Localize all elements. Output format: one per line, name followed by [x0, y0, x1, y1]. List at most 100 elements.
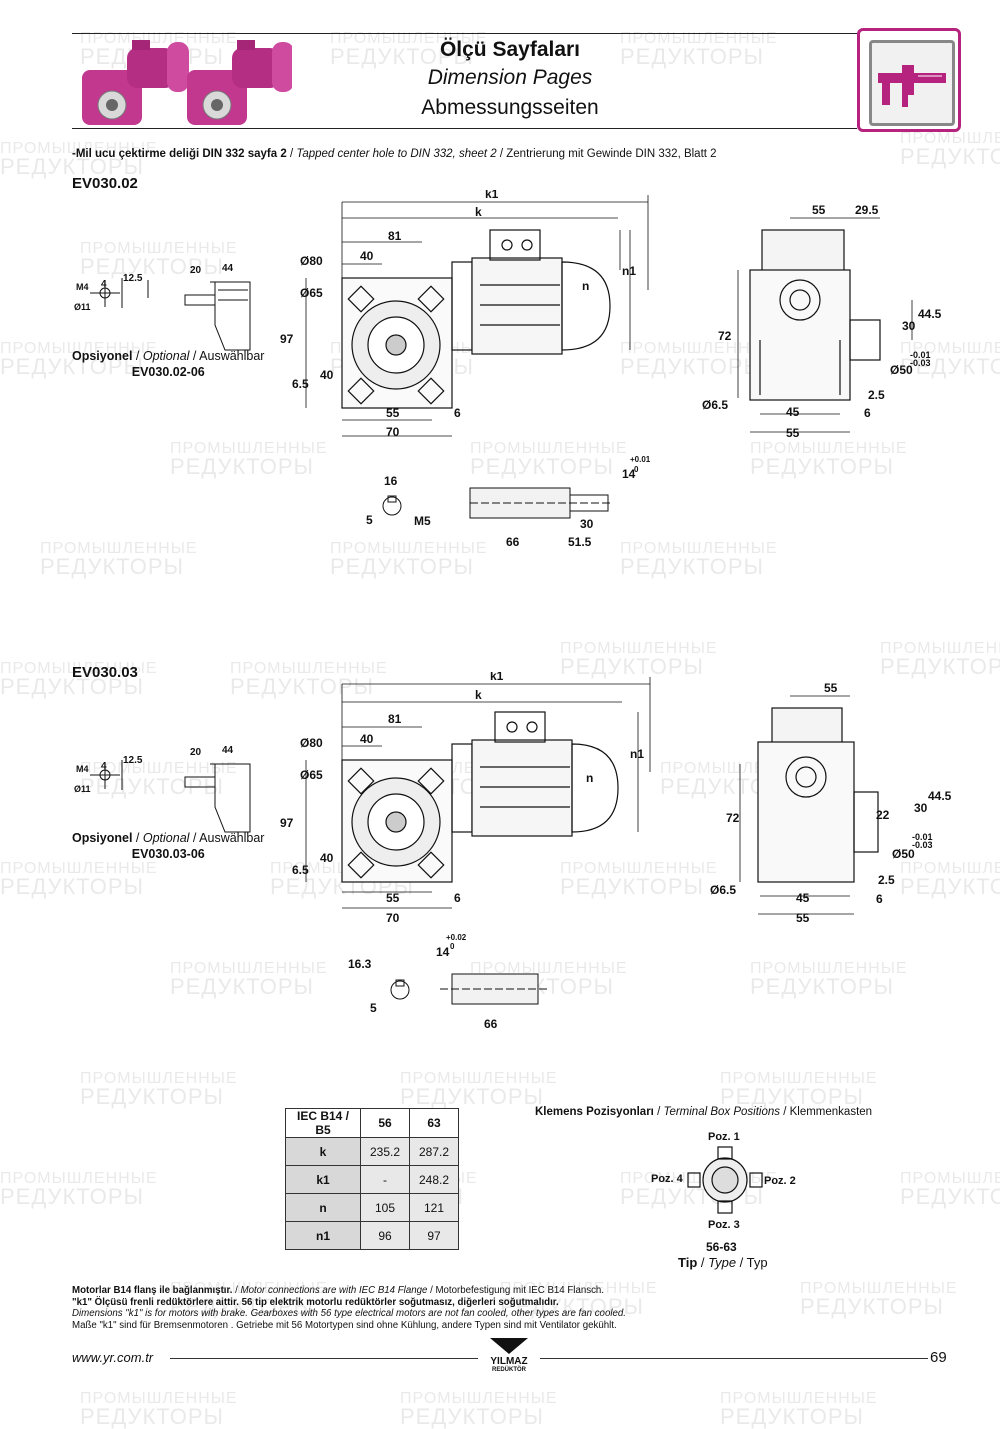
svg-text:0: 0: [634, 465, 639, 474]
svg-text:n1: n1: [630, 747, 644, 761]
svg-text:+0.01: +0.01: [630, 455, 651, 464]
top-note-en: Tapped center hole to DIN 332, sheet 2: [296, 148, 497, 160]
title-de: Abmessungsseiten: [421, 96, 599, 119]
terminal-box-icon: [687, 1146, 763, 1214]
svg-text:k: k: [475, 688, 482, 702]
footer-rule-left: [170, 1358, 478, 1359]
svg-text:20: 20: [190, 265, 202, 276]
svg-text:+0.02: +0.02: [446, 933, 467, 942]
svg-text:44: 44: [222, 263, 234, 274]
brand-logo-icon: [490, 1338, 528, 1354]
product-photo-2: [187, 40, 292, 125]
svg-text:81: 81: [388, 229, 402, 243]
svg-text:6: 6: [454, 891, 461, 905]
svg-text:M5: M5: [414, 514, 431, 528]
product-photos: [82, 40, 292, 125]
top-note-de: Zentrierung mit Gewinde DIN 332, Blatt 2: [506, 148, 717, 160]
svg-text:6.5: 6.5: [292, 377, 309, 391]
svg-text:Ø50: Ø50: [892, 847, 915, 861]
gearbox-side-view: [749, 229, 881, 401]
svg-text:16.3: 16.3: [348, 957, 372, 971]
svg-text:40: 40: [320, 368, 334, 382]
key-detail: [390, 979, 410, 1000]
product-photo-1: [82, 40, 189, 125]
svg-text:40: 40: [320, 851, 334, 865]
header-bottom-rule: [72, 128, 857, 129]
optional-flange: [184, 281, 251, 351]
svg-text:45: 45: [796, 891, 810, 905]
svg-text:20: 20: [190, 747, 202, 758]
svg-text:72: 72: [718, 329, 732, 343]
svg-text:Ø6.5: Ø6.5: [710, 883, 736, 897]
svg-text:81: 81: [388, 712, 402, 726]
svg-text:55: 55: [796, 911, 810, 925]
svg-text:29.5: 29.5: [855, 203, 879, 217]
caliper-logo: [857, 28, 961, 132]
svg-text:16: 16: [384, 474, 398, 488]
svg-text:22: 22: [876, 808, 890, 822]
svg-text:-0.01: -0.01: [910, 350, 931, 360]
website-link[interactable]: www.yr.com.tr: [72, 1350, 154, 1365]
optional-flange: [184, 763, 251, 833]
svg-text:4: 4: [101, 279, 107, 290]
motor-side-view: [451, 711, 619, 837]
terminal-diagram: Poz. 1 Poz. 2 Poz. 3 Poz. 4 56-63: [651, 1131, 796, 1254]
caliper-icon: [878, 65, 946, 107]
svg-text:6.5: 6.5: [292, 863, 309, 877]
svg-text:30: 30: [902, 319, 916, 333]
svg-text:66: 66: [506, 535, 520, 549]
svg-text:6: 6: [454, 406, 461, 420]
table-header-iec: IEC B14 / B5: [285, 1108, 361, 1138]
svg-text:30: 30: [914, 801, 928, 815]
svg-text:66: 66: [484, 1017, 498, 1031]
svg-text:12.5: 12.5: [123, 273, 143, 284]
svg-text:Ø65: Ø65: [300, 286, 323, 300]
brand-name: YILMAZ REDÜKTÖR: [490, 1356, 528, 1373]
table-header-63: 63: [409, 1108, 459, 1138]
svg-text:6: 6: [864, 406, 871, 420]
svg-text:14: 14: [622, 467, 636, 481]
svg-text:Ø50: Ø50: [890, 363, 913, 377]
svg-text:Poz. 4: Poz. 4: [651, 1173, 684, 1185]
svg-text:Ø80: Ø80: [300, 254, 323, 268]
svg-text:12.5: 12.5: [123, 755, 143, 766]
svg-text:5: 5: [370, 1001, 377, 1015]
svg-text:97: 97: [280, 816, 294, 830]
svg-text:n: n: [582, 279, 589, 293]
shaft-detail-small: [90, 278, 149, 308]
top-note: -Mil ucu çektirme deliği DIN 332 sayfa 2…: [72, 148, 717, 160]
section-title-ev030-02: EV030.02: [72, 175, 138, 192]
motor-side-view: [451, 229, 611, 355]
footer-notes: Motorlar B14 flanş ile bağlanmıştır. / M…: [72, 1285, 626, 1331]
svg-text:2.5: 2.5: [878, 873, 895, 887]
title-tr: Ölçü Sayfaları: [439, 38, 581, 61]
header-top-rule: [72, 33, 857, 34]
svg-text:70: 70: [386, 425, 400, 439]
svg-text:Ø11: Ø11: [74, 302, 91, 312]
svg-text:k1: k1: [485, 190, 499, 201]
title-en: Dimension Pages: [427, 66, 593, 89]
svg-text:Ø80: Ø80: [300, 736, 323, 750]
terminal-title: Klemens Pozisyonları / Terminal Box Posi…: [535, 1106, 873, 1118]
svg-text:Ø6.5: Ø6.5: [702, 398, 728, 412]
table-header-56: 56: [360, 1108, 410, 1138]
svg-text:45: 45: [786, 405, 800, 419]
drawing-ev030-03: M4 4 12.5 Ø11 20 44: [74, 672, 952, 1031]
svg-text:55: 55: [786, 426, 800, 440]
hollow-shaft-detail: [440, 973, 550, 1005]
svg-text:44.5: 44.5: [918, 307, 942, 321]
svg-text:72: 72: [726, 811, 740, 825]
svg-text:-0.01: -0.01: [912, 832, 933, 842]
